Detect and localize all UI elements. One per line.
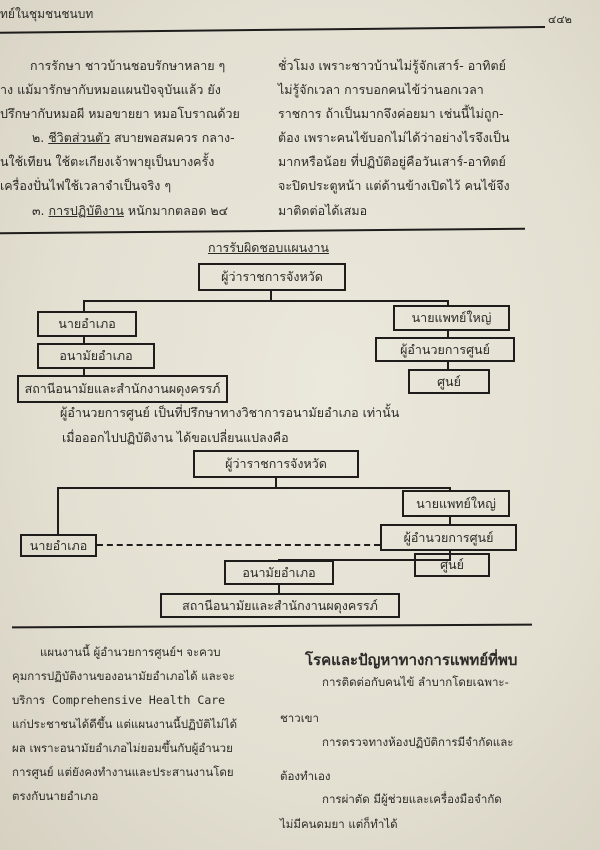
paragraph-line: การติดต่อกับคนไข้ ลำบากโดยเฉพาะ-	[322, 675, 509, 689]
section-3-line: ๓. การปฏิบัติงาน หนักมากตลอด ๒๔	[32, 203, 228, 219]
paragraph-line: นใช้เทียน ใช้ตะเกียงเจ้าพายุเป็นบางครั้ง	[0, 154, 215, 169]
paragraph-line: ชั่วโมง เพราะชาวบ้านไม่รู้จักเสาร์- อาทิ…	[278, 58, 506, 73]
paragraph-line: เครื่องปั่นไฟใช้เวลาจำเป็นจริง ๆ	[0, 178, 172, 193]
section-number: ๒.	[32, 130, 45, 145]
paragraph-line: การตรวจทางห้องปฏิบัติการมีจำกัดและ	[322, 735, 514, 749]
section-text: สบายพอสมควร กลาง-	[110, 130, 235, 145]
paragraph-line: บริการ Comprehensive Health Care	[12, 693, 226, 707]
paragraph-line: ปรึกษากับหมอผี หมอขายยา หมอโบราณด้วย	[0, 106, 240, 121]
d1-district-officer-box: นายอำเภอ	[37, 311, 137, 337]
connector	[83, 300, 85, 312]
paragraph-line: คุมการปฏิบัติงานของอนามัยอำเภอได้ และจะ	[12, 669, 235, 683]
header-rule	[0, 26, 546, 34]
d1-center-director-box: ผู้อำนวยการศูนย์	[375, 337, 515, 362]
paragraph-line: แผนงานนี้ ผู้อำนวยการศูนย์ฯ จะควบ	[40, 645, 221, 659]
paragraph-line: แก่ประชาชนได้ดีขึ้น แต่แผนงานนี้ปฏิบัติไ…	[12, 717, 238, 731]
connector	[447, 300, 449, 306]
connector	[57, 487, 451, 489]
d2-center-director-box: ผู้อำนวยการศูนย์	[380, 524, 517, 551]
section-heading: โรคและปัญหาทางการแพทย์ที่พบ	[305, 651, 518, 669]
connector	[449, 516, 451, 525]
connector	[270, 290, 272, 301]
paragraph-line: ชาวเขา	[280, 711, 319, 725]
diagram-title: การรับผิดชอบแผนงาน	[208, 240, 329, 255]
connector	[83, 300, 449, 302]
paragraph-line: ตรงกับนายอำเภอ	[12, 789, 99, 803]
paragraph-line: าง แม้มารักษากับหมอแผนปัจจุบันแล้ว ยัง	[0, 82, 221, 97]
paragraph-line: ราชการ ถ้าเป็นมากจึงค่อยมา เช่นนี้ไม่ถูก…	[278, 106, 504, 121]
d1-governor-box: ผู้ว่าราชการจังหวัด	[198, 263, 346, 291]
d1-district-health-box: อนามัยอำเภอ	[37, 343, 155, 369]
paragraph-line: ผล เพราะอนามัยอำเภอไม่ยอมขึ้นกับผู้อำนวย	[12, 741, 233, 755]
d2-health-station-box: สถานีอนามัยและสำนักงานผดุงครรภ์	[160, 593, 400, 618]
paragraph-line: มาติดต่อได้เสมอ	[278, 203, 368, 218]
d2-governor-box: ผู้ว่าราชการจังหวัด	[193, 450, 359, 478]
connector	[57, 487, 59, 535]
paragraph-line: การผ่าตัด มีผู้ช่วยและเครื่องมือจำกัด	[322, 792, 502, 806]
d2-district-officer-box: นายอำเภอ	[20, 534, 97, 557]
paragraph-line: ต้อง เพราะคนไข้บอกไม่ได้ว่าอย่างไรจึงเป็…	[278, 130, 510, 145]
section-heading: การปฏิบัติงาน	[48, 203, 124, 218]
d2-chief-physician-box: นายแพทย์ใหญ่	[402, 490, 510, 517]
d1-health-station-box: สถานีอนามัยและสำนักงานผดุงครรภ์	[17, 375, 228, 403]
paragraph-line: มากหรือน้อย ที่ปฏิบัติอยู่คือวันเสาร์-อา…	[278, 154, 506, 169]
page-number: ๔๔๒	[548, 13, 572, 26]
d1-center-box: ศูนย์	[408, 369, 490, 394]
connector	[275, 477, 277, 488]
section-rule	[11, 623, 533, 629]
note-line: ผู้อำนวยการศูนย์ เป็นที่ปรึกษาทางวิชาการ…	[60, 405, 400, 420]
paragraph-line: ไม่รู้จักเวลา การบอกคนไข้ว่านอกเวลา	[278, 82, 484, 97]
connector	[83, 368, 85, 376]
connector	[278, 584, 280, 594]
advisory-dashed-line	[97, 544, 380, 546]
paragraph-line: ไม่มีคนดมยา แต่ก็ทำได้	[280, 817, 398, 831]
connector	[278, 559, 451, 561]
section-number: ๓.	[32, 203, 45, 218]
connector	[447, 330, 449, 338]
section-rule	[0, 227, 525, 235]
d2-center-box: ศูนย์	[414, 553, 490, 577]
connector	[83, 336, 85, 344]
paragraph-line: จะปิดประตูหน้า แต่ด้านข้างเปิดไว้ คนไข้จ…	[278, 178, 510, 193]
section-heading: ชีวิตส่วนตัว	[48, 130, 111, 145]
paragraph-line: ต้องทำเอง	[280, 769, 331, 783]
paragraph-line: การศูนย์ แต่ยังคงทำงานและประสานงานโดย	[12, 765, 234, 779]
section-text: หนักมากตลอด ๒๔	[123, 203, 229, 218]
paragraph-line: การรักษา ชาวบ้านชอบรักษาหลาย ๆ	[30, 58, 226, 73]
d2-district-health-box: อนามัยอำเภอ	[224, 560, 334, 585]
running-title: ทย์ในชุมชนชนบท	[0, 7, 94, 21]
d1-chief-physician-box: นายแพทย์ใหญ่	[393, 305, 510, 331]
connector	[447, 361, 449, 370]
connector	[449, 550, 451, 561]
note-line: เมื่อออกไปปฏิบัติงาน ได้ขอเปลี่ยนแปลงคือ	[62, 430, 289, 445]
connector	[449, 487, 451, 491]
section-2-line: ๒. ชีวิตส่วนตัว สบายพอสมควร กลาง-	[32, 130, 235, 146]
